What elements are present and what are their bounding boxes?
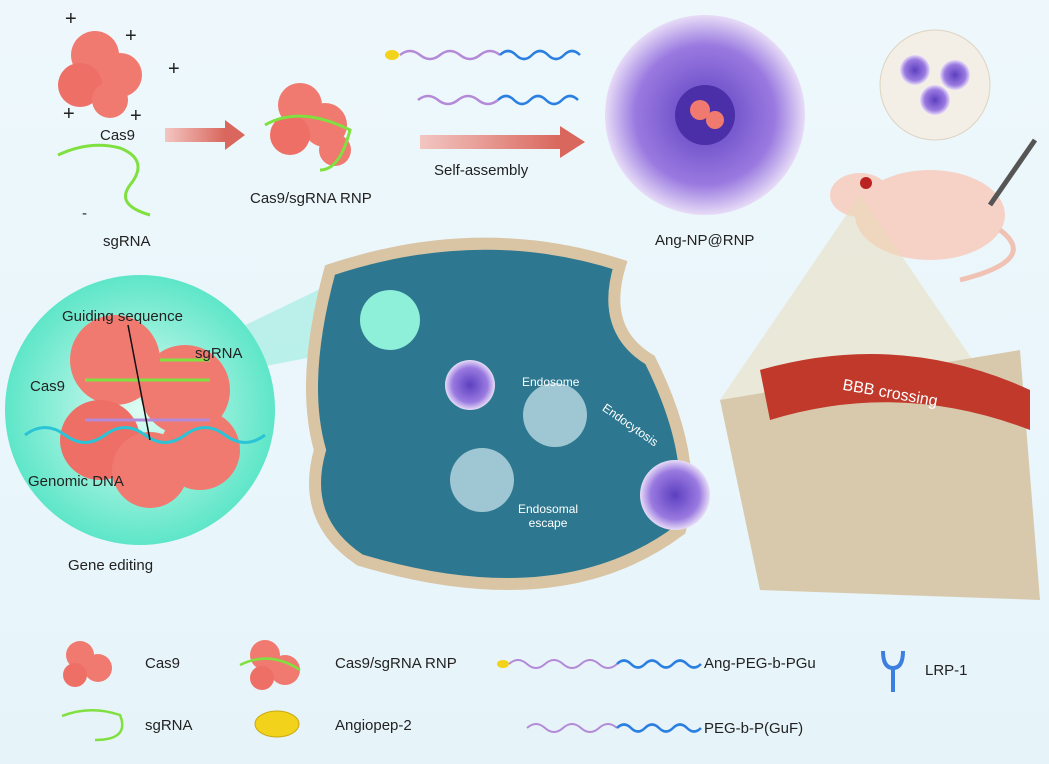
legend-lrp1: LRP-1 xyxy=(925,662,968,679)
legend-lrp1-icon xyxy=(881,650,905,692)
sgrna-zoom-label: sgRNA xyxy=(195,345,243,362)
rnp-icon xyxy=(264,83,352,172)
legend-sgrna-icon xyxy=(61,709,124,742)
legend-cas9-icon xyxy=(63,641,112,687)
legend-angiopep: Angiopep-2 xyxy=(335,717,412,734)
blood-vessel-icon xyxy=(760,354,1030,430)
sgrna-label: sgRNA xyxy=(103,233,151,250)
gene-editing-caption: Gene editing xyxy=(68,557,154,574)
guiding-sequence-label: Guiding sequence xyxy=(62,308,183,325)
charge-plus: + xyxy=(63,103,75,125)
endosome-icon xyxy=(523,383,587,447)
legend-rnp: Cas9/sgRNA RNP xyxy=(335,655,457,672)
legend-rnp-icon xyxy=(239,640,301,690)
charge-plus: + xyxy=(168,58,180,80)
cas9-protein-icon xyxy=(58,31,142,118)
syringe-icon xyxy=(987,138,1038,207)
cell-icon xyxy=(306,237,692,590)
legend-ang-peg-icon xyxy=(508,659,618,669)
legend-peg-guf: PEG-b-P(GuF) xyxy=(704,720,804,737)
polymer-peg-pguf xyxy=(417,94,499,106)
cas9-label: Cas9 xyxy=(100,127,136,144)
rnp-label: Cas9/sgRNA RNP xyxy=(250,190,372,207)
charge-plus: + xyxy=(65,8,77,30)
charge-plus: + xyxy=(125,25,137,47)
sgrna-strand-icon xyxy=(57,143,151,217)
genomic-dna-label: Genomic DNA xyxy=(28,473,124,490)
endosomal-escape-label: Endosomal escape xyxy=(518,502,579,530)
legend-sgrna: sgRNA xyxy=(145,717,193,734)
legend-cas9: Cas9 xyxy=(145,655,181,672)
legend-peg-guf-icon xyxy=(526,723,618,733)
mouse-icon xyxy=(855,170,1005,260)
charge-plus: + xyxy=(130,105,142,127)
escaping-endosome-icon xyxy=(450,448,514,512)
self-assembly-label: Self-assembly xyxy=(434,162,529,179)
arrow-icon xyxy=(165,128,225,142)
legend-angiopep-icon xyxy=(254,710,300,738)
nanoparticle-label: Ang-NP@RNP xyxy=(655,232,755,249)
polymer-ang-peg-pgu xyxy=(399,49,501,61)
charge-minus: - xyxy=(82,205,87,222)
legend-ang-peg-pgu: Ang-PEG-b-PGu xyxy=(704,655,816,672)
arrow-icon xyxy=(420,135,560,149)
cas9-zoom-label: Cas9 xyxy=(30,378,66,395)
endosome-label: Endosome xyxy=(522,375,580,389)
